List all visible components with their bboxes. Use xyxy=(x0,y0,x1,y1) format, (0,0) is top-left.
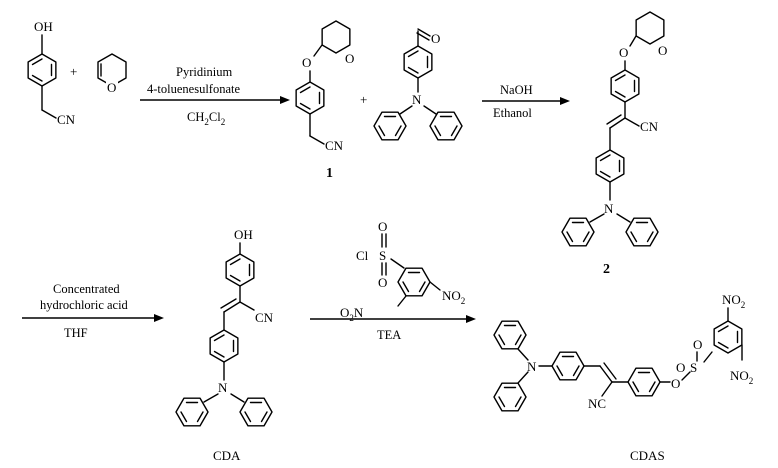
compound-2-structure: O O CN N xyxy=(561,11,667,247)
cda-structure: OH CN N xyxy=(175,227,274,427)
cdas-sulfonyl-oxygen-left: O xyxy=(676,360,685,375)
aldehyde-oxygen: O xyxy=(431,31,440,46)
chlorine-label: Cl xyxy=(356,248,369,263)
cda-nitrile: CN xyxy=(255,310,274,325)
compound2-ether-oxygen: O xyxy=(619,45,628,60)
cda-hydroxyl: OH xyxy=(234,227,253,242)
compound-2-label: 2 xyxy=(603,262,610,277)
compound-1-structure: O O CN xyxy=(295,20,354,153)
cdas-sulfonyl-oxygen-top: O xyxy=(693,337,702,352)
sulfonyl-oxygen-bottom: O xyxy=(378,275,387,290)
cda-label: CDA xyxy=(213,448,241,463)
cdas-label: CDAS xyxy=(630,448,665,463)
nitro-group-2: O2N xyxy=(340,305,364,323)
reaction-arrow-1: Pyridinium 4-toluenesulfonate CH2Cl2 xyxy=(140,65,290,127)
plus-sign-1: + xyxy=(70,64,77,79)
cdas-nitro-group-2: NO2 xyxy=(730,368,753,386)
cdas-structure: N NC O S O O NO2 NO2 xyxy=(493,292,753,412)
step3-reagent-line1: Concentrated xyxy=(53,282,120,296)
pyran-oxygen-label: O xyxy=(107,80,116,95)
compound2-thp-oxygen: O xyxy=(658,43,667,58)
plus-sign-2: + xyxy=(360,92,367,107)
cdas-nitro-group-4: NO2 xyxy=(722,292,745,310)
reaction-arrow-4: TEA xyxy=(310,315,476,342)
reactant-dihydropyran: O xyxy=(97,53,127,95)
compound1-nitrile: CN xyxy=(325,138,344,153)
step2-reagent-line2: Ethanol xyxy=(493,106,532,120)
compound2-amine-nitrogen: N xyxy=(604,201,614,216)
reaction-arrow-3: Concentrated hydrochloric acid THF xyxy=(22,282,164,340)
nitrile-label: CN xyxy=(57,112,76,127)
step3-solvent: THF xyxy=(64,326,88,340)
step4-base: TEA xyxy=(377,328,401,342)
ether-oxygen-1: O xyxy=(302,55,311,70)
reagent-dinitrobenzenesulfonyl-chloride: O Cl S O O2N NO2 xyxy=(340,219,465,323)
cda-amine-nitrogen: N xyxy=(218,380,228,395)
step2-reagent-line1: NaOH xyxy=(500,83,533,97)
reactant-triphenylamine-aldehyde: O N xyxy=(373,28,463,141)
cdas-nitrile: NC xyxy=(588,396,606,411)
step1-reagent-line2: 4-toluenesulfonate xyxy=(147,82,240,96)
compound2-nitrile: CN xyxy=(640,119,659,134)
nitro-group-4: NO2 xyxy=(442,288,465,306)
reaction-arrow-2: NaOH Ethanol xyxy=(482,83,570,120)
compound-1-label: 1 xyxy=(326,166,333,181)
sulfur-label: S xyxy=(379,248,386,263)
hydroxyl-label: OH xyxy=(34,19,53,34)
cdas-amine-nitrogen: N xyxy=(527,359,537,374)
step1-reagent-line1: Pyridinium xyxy=(176,65,233,79)
step1-solvent: CH2Cl2 xyxy=(187,110,225,127)
sulfonyl-oxygen-top: O xyxy=(378,219,387,234)
thp-ring-oxygen: O xyxy=(345,51,354,66)
reactant-hydroxyphenylacetonitrile: OH CN xyxy=(27,19,76,127)
cdas-ester-oxygen: O xyxy=(671,376,680,391)
step3-reagent-line2: hydrochloric acid xyxy=(40,298,129,312)
amine-nitrogen-1: N xyxy=(412,92,422,107)
cdas-sulfur: S xyxy=(690,360,697,375)
